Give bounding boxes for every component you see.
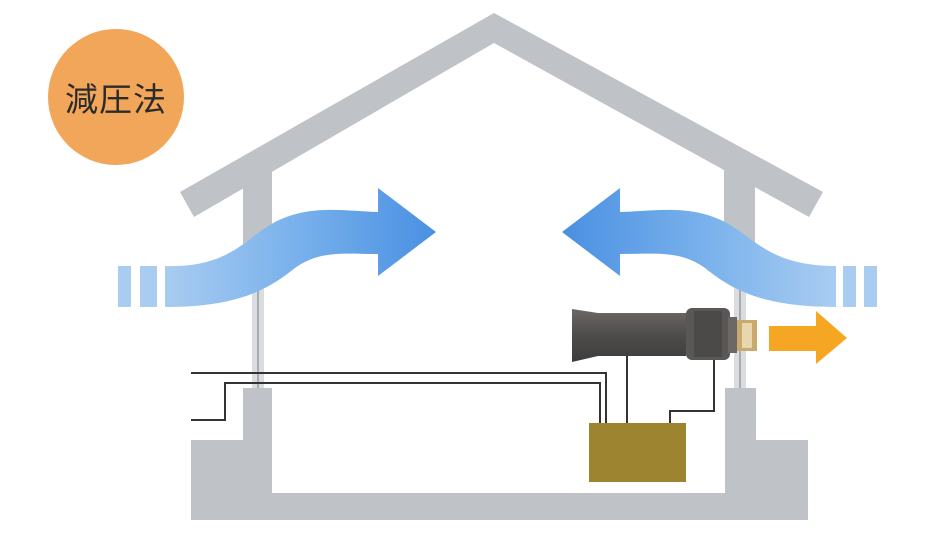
foundation [191,388,808,520]
left-upper-wall [243,163,272,247]
control-box-icon [589,423,686,482]
dash-right-2 [864,266,877,307]
method-label: 減圧法 [65,80,167,119]
wiring [191,356,715,423]
exhaust-fan-icon [572,308,757,362]
dash-left-1 [118,266,131,307]
air-inflow-arrow-left [165,188,436,307]
exhaust-arrow [769,311,847,364]
dash-right-1 [843,266,856,307]
method-badge: 減圧法 [48,29,184,165]
air-inflow-arrow-right [562,188,836,307]
dash-left-2 [140,266,157,307]
